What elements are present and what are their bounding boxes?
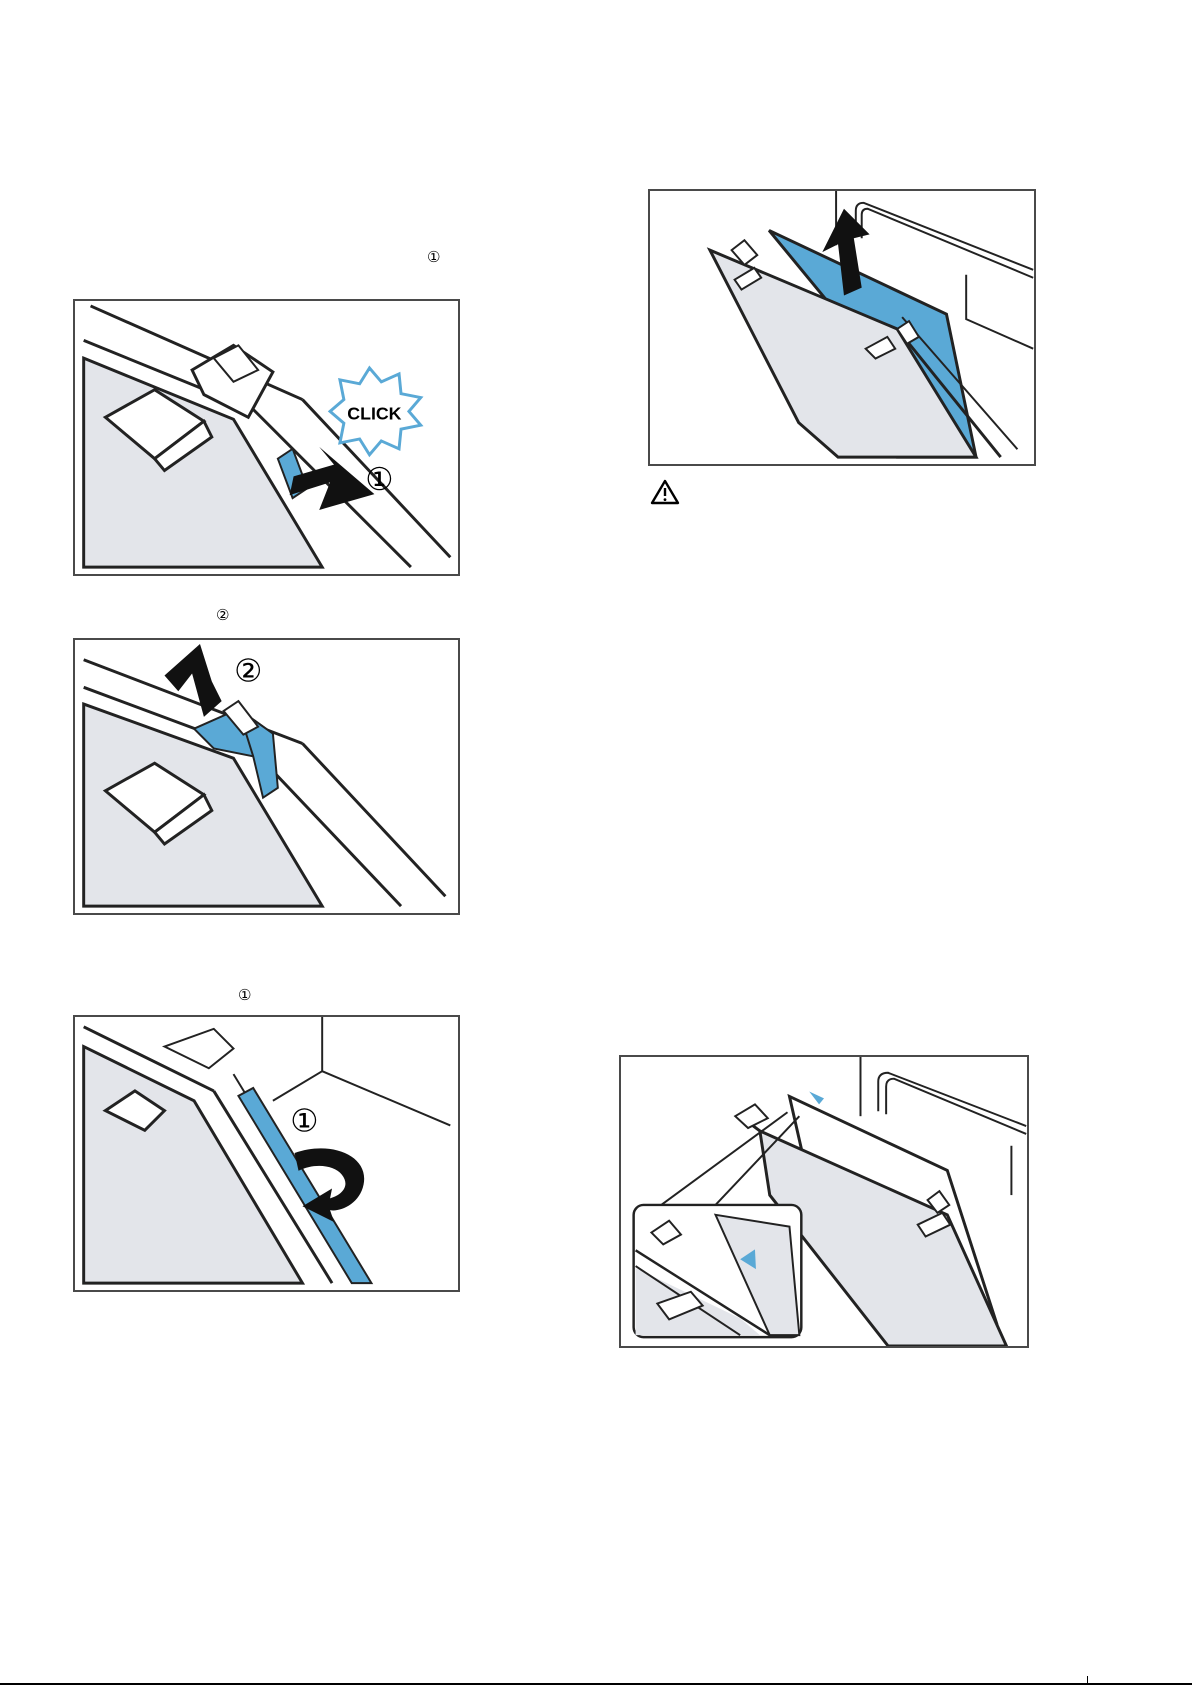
figure-press-lock: CLICK ①	[73, 299, 460, 576]
figure-insert-pane-illustration	[621, 1057, 1027, 1346]
step-marker-2: ②	[216, 606, 229, 624]
figure-lift-clip-illustration: ②	[75, 640, 458, 913]
figure-lift-clip: ②	[73, 638, 460, 915]
callout-number: ②	[234, 653, 262, 689]
figure-remove-pane-illustration	[650, 191, 1034, 464]
figure-remove-pane	[648, 189, 1036, 466]
figure-rotate-strip-illustration: ①	[75, 1017, 458, 1290]
figure-rotate-strip: ①	[73, 1015, 460, 1292]
page-bottom-tick	[1087, 1676, 1088, 1685]
callout-number: ①	[365, 462, 393, 498]
step-marker-3: ①	[238, 986, 251, 1004]
step-marker-1: ①	[427, 248, 440, 266]
callout-number: ①	[290, 1103, 318, 1139]
warning-triangle-icon	[650, 479, 680, 505]
figure-press-lock-illustration: CLICK ①	[75, 301, 458, 574]
detail-inset	[634, 1205, 802, 1337]
figure-insert-pane	[619, 1055, 1029, 1348]
click-label: CLICK	[347, 403, 401, 423]
